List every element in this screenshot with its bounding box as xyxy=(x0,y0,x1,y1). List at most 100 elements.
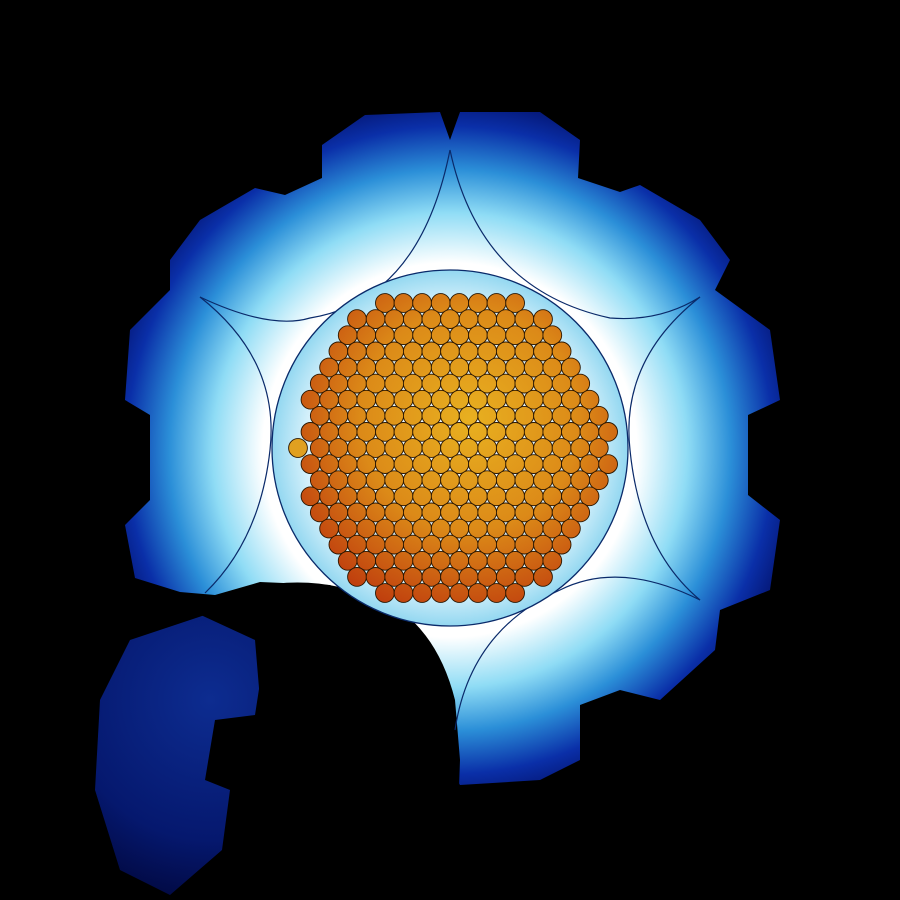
fuel-pin xyxy=(365,373,386,394)
fuel-pin xyxy=(458,309,479,329)
fuel-pin xyxy=(337,486,358,507)
fuel-pin xyxy=(347,438,367,458)
fuel-pin xyxy=(430,486,451,507)
fuel-pin xyxy=(402,502,423,523)
fuel-pin xyxy=(328,502,349,523)
fuel-pin xyxy=(551,534,572,555)
fuel-pin xyxy=(309,373,330,394)
fuel-pin xyxy=(468,454,488,474)
fuel-pin xyxy=(533,373,553,394)
fuel-pin xyxy=(523,550,544,571)
lower-left-lobe xyxy=(95,600,265,895)
fuel-pin xyxy=(486,293,507,313)
fuel-pin xyxy=(551,502,572,523)
fuel-pin xyxy=(412,550,432,571)
fuel-pin xyxy=(337,389,358,410)
fuel-pin xyxy=(523,422,544,442)
fuel-pin xyxy=(551,405,572,426)
fuel-pin xyxy=(449,486,470,507)
fuel-pin xyxy=(570,470,591,491)
fuel-pin xyxy=(486,389,507,410)
fuel-pin xyxy=(486,357,507,378)
fuel-pin xyxy=(458,470,479,491)
fuel-pin xyxy=(300,454,321,474)
fuel-pin xyxy=(375,357,395,378)
fuel-pin xyxy=(486,422,507,442)
fuel-pin xyxy=(533,567,553,587)
fuel-pin xyxy=(477,470,498,491)
fuel-pin xyxy=(495,405,516,426)
fuel-pin xyxy=(402,534,423,555)
fuel-pin xyxy=(300,486,321,507)
fuel-pin xyxy=(579,389,600,410)
fuel-pin xyxy=(393,550,414,571)
fuel-pin xyxy=(533,438,553,458)
fuel-pin xyxy=(412,293,432,313)
fuel-pin xyxy=(430,550,451,571)
fuel-pin xyxy=(430,293,451,313)
fuel-pin xyxy=(421,470,442,491)
fuel-pin xyxy=(551,438,572,458)
fuel-pin xyxy=(514,534,535,555)
fuel-pin xyxy=(514,567,535,587)
fuel-pin xyxy=(533,470,553,491)
fuel-pin xyxy=(384,341,405,362)
fuel-pin xyxy=(505,583,525,603)
fuel-pin xyxy=(514,470,535,491)
fuel-pin xyxy=(458,438,479,458)
fuel-pin xyxy=(421,534,442,555)
fuel-pin xyxy=(533,341,553,362)
fuel-pin xyxy=(468,486,488,507)
fuel-pin xyxy=(347,534,367,555)
fuel-pin xyxy=(337,357,358,378)
fuel-pin xyxy=(505,325,525,346)
fuel-pin-lattice xyxy=(288,293,618,603)
fuel-pin xyxy=(449,293,470,313)
fuel-pin xyxy=(468,357,488,378)
fuel-pin xyxy=(514,341,535,362)
fuel-pin xyxy=(384,567,405,587)
fuel-pin xyxy=(542,389,563,410)
fuel-pin xyxy=(421,567,442,587)
fuel-pin xyxy=(486,454,507,474)
fuel-pin xyxy=(356,550,377,571)
fuel-pin xyxy=(402,341,423,362)
fuel-pin xyxy=(551,373,572,394)
fuel-pin xyxy=(523,389,544,410)
fuel-pin xyxy=(542,422,563,442)
fuel-pin xyxy=(514,438,535,458)
fuel-pin xyxy=(309,405,330,426)
fuel-pin xyxy=(505,357,525,378)
fuel-pin xyxy=(365,470,386,491)
fuel-pin xyxy=(468,550,488,571)
fuel-pin xyxy=(477,405,498,426)
fuel-pin xyxy=(551,470,572,491)
fuel-pin xyxy=(514,373,535,394)
fuel-pin xyxy=(288,438,308,458)
fuel-pin xyxy=(477,373,498,394)
fuel-pin xyxy=(365,567,386,587)
fuel-pin xyxy=(468,518,488,539)
fuel-pin xyxy=(533,405,553,426)
fuel-pin xyxy=(319,518,339,539)
fuel-pin xyxy=(495,438,516,458)
fuel-pin xyxy=(412,518,432,539)
fuel-pin xyxy=(393,518,414,539)
fuel-pin xyxy=(440,470,460,491)
fuel-pin xyxy=(319,389,339,410)
fuel-pin xyxy=(384,470,405,491)
fuel-pin xyxy=(319,454,339,474)
fuel-pin xyxy=(337,422,358,442)
fuel-pin xyxy=(458,502,479,523)
fuel-pin xyxy=(588,438,609,458)
fuel-pin xyxy=(449,454,470,474)
fuel-pin xyxy=(477,438,498,458)
fuel-pin xyxy=(365,502,386,523)
fuel-pin xyxy=(440,341,460,362)
fuel-pin xyxy=(458,567,479,587)
fuel-pin xyxy=(505,389,525,410)
fuel-pin xyxy=(402,567,423,587)
fuel-pin xyxy=(402,438,423,458)
fuel-pin xyxy=(486,325,507,346)
fuel-pin xyxy=(356,325,377,346)
